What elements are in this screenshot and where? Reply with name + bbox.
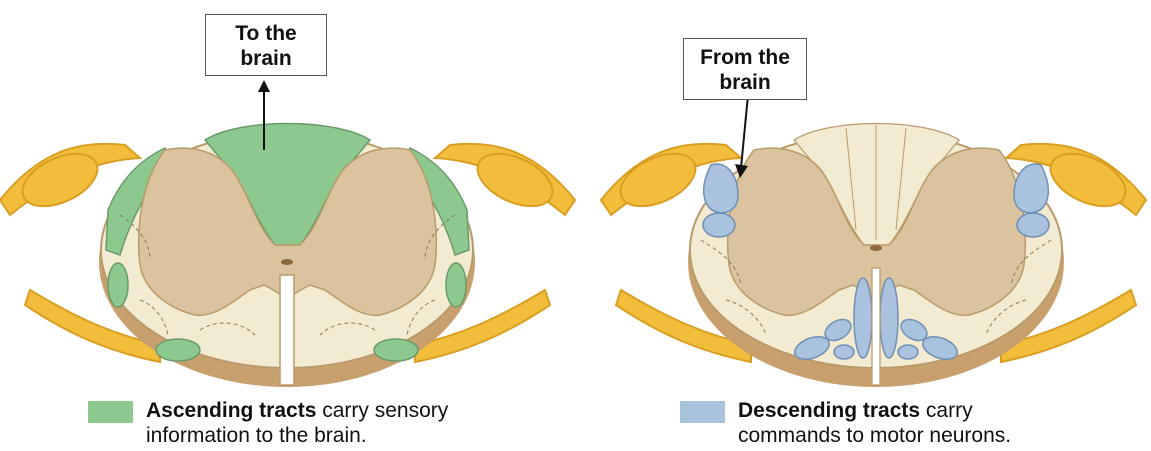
- legend-line2: commands to motor neurons.: [738, 423, 1011, 448]
- ventral-tract-left-c: [834, 345, 854, 359]
- legend-ascending: Ascending tracts carry sensory informati…: [88, 398, 568, 450]
- legend-bold: Ascending tracts: [146, 399, 316, 422]
- ventral-tract-right-c: [898, 345, 918, 359]
- lateral-corticospinal-right: [1014, 164, 1048, 213]
- ventral-tract-left: [156, 339, 200, 361]
- legend-rest: carry sensory: [316, 399, 448, 422]
- legend-text: Descending tracts carry commands to moto…: [738, 398, 1011, 448]
- ventral-tract-right: [374, 339, 418, 361]
- label-box-from-brain: From the brain: [683, 38, 807, 100]
- descending-panel: From the brain Descending tracts carry c…: [576, 0, 1151, 451]
- central-canal: [281, 259, 293, 265]
- lateral-small-right: [446, 263, 466, 307]
- box-line1: From the: [684, 45, 806, 70]
- box-line2: brain: [206, 46, 326, 71]
- anterior-tract-right-1: [880, 278, 898, 358]
- arrow-up-head: [258, 80, 270, 92]
- lateral-small-right: [1017, 213, 1049, 237]
- central-canal: [870, 245, 882, 251]
- lateral-small-left: [108, 263, 128, 307]
- legend-swatch-blue: [680, 401, 725, 423]
- legend-line2: information to the brain.: [146, 423, 448, 448]
- legend-descending: Descending tracts carry commands to moto…: [680, 398, 1150, 450]
- lateral-small-left: [703, 213, 735, 237]
- ascending-panel: To the brain Ascending tracts carry sens…: [0, 0, 575, 451]
- box-line2: brain: [684, 70, 806, 95]
- spinal-cord-cross-section-descending: [576, 0, 1151, 451]
- ventral-fissure: [280, 275, 294, 385]
- ventral-fissure: [872, 268, 880, 385]
- label-box-to-brain: To the brain: [205, 14, 327, 76]
- box-line1: To the: [206, 21, 326, 46]
- legend-swatch-green: [88, 401, 133, 423]
- legend-bold: Descending tracts: [738, 399, 920, 422]
- legend-text: Ascending tracts carry sensory informati…: [146, 398, 448, 448]
- arrow-down: [741, 95, 748, 168]
- anterior-tract-left-1: [854, 278, 872, 358]
- legend-rest: carry: [920, 399, 973, 422]
- lateral-corticospinal-left: [704, 164, 738, 213]
